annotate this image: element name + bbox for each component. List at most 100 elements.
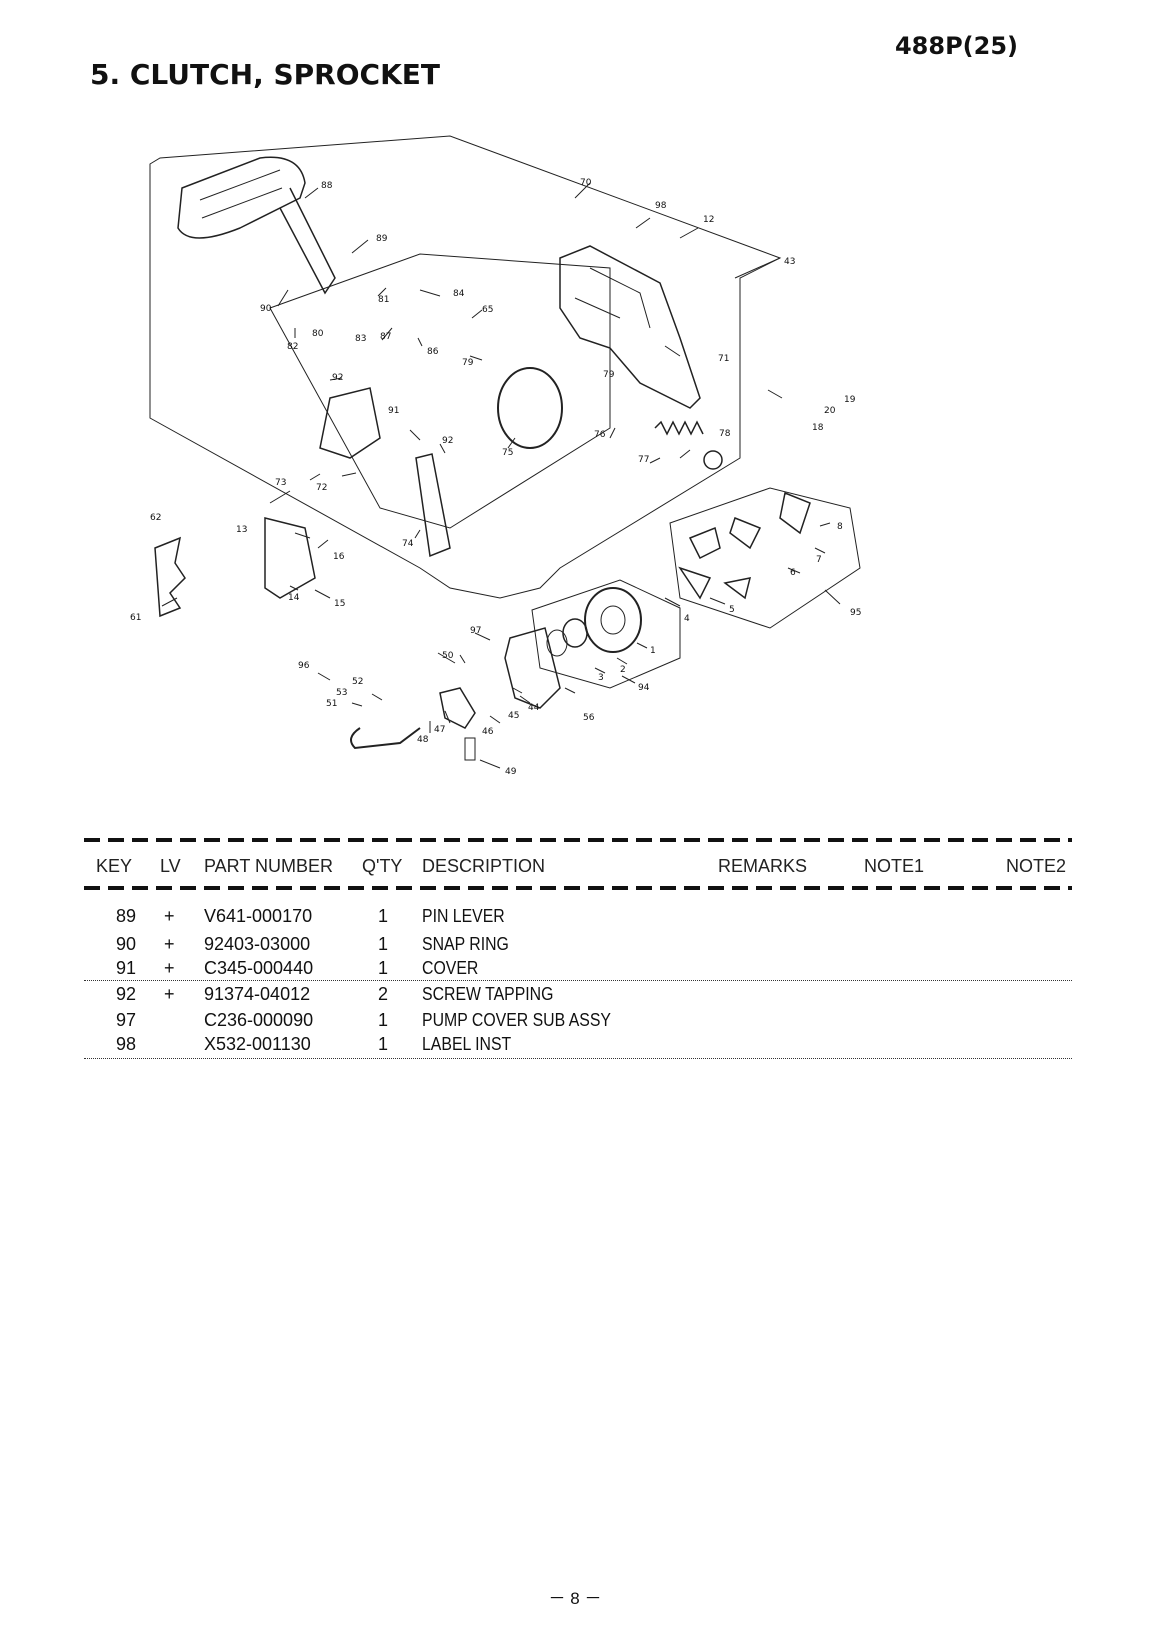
part-label: 70 xyxy=(580,178,592,188)
part-label: 96 xyxy=(298,661,310,671)
part-label: 95 xyxy=(850,608,861,618)
part-label: 1 xyxy=(650,646,656,656)
part-label: 51 xyxy=(326,699,337,709)
cell-key: 92 xyxy=(115,984,136,1004)
table-row: 89 + V641-000170 1 PIN LEVER xyxy=(0,906,1150,932)
part-label: 84 xyxy=(453,289,465,299)
cell-description: COVER xyxy=(422,958,479,978)
part-label: 74 xyxy=(402,539,414,549)
section-title: 5. CLUTCH, SPROCKET xyxy=(90,58,440,91)
clutch-cover xyxy=(559,245,701,409)
part-label: 81 xyxy=(378,295,389,305)
header-part-number: PART NUMBER xyxy=(204,856,334,876)
part-label: 83 xyxy=(355,334,366,344)
table-row: 91 + C345-000440 1 COVER xyxy=(0,958,1150,984)
cell-description: SCREW TAPPING xyxy=(422,984,554,1004)
part-label: 82 xyxy=(287,342,298,352)
part-label: 16 xyxy=(333,552,345,562)
part-label: 88 xyxy=(321,181,333,191)
long-plate xyxy=(415,453,451,558)
part-label: 13 xyxy=(236,525,247,535)
part-label: 71 xyxy=(718,354,729,364)
oil-pump xyxy=(439,687,476,729)
clutch-group-outline xyxy=(669,487,861,629)
cell-part-number: C345-000440 xyxy=(204,958,314,978)
part-label: 75 xyxy=(502,448,513,458)
part-label: 97 xyxy=(470,626,481,636)
part-label: 7 xyxy=(816,555,822,565)
part-label: 47 xyxy=(434,725,445,735)
group-separator xyxy=(84,980,1072,981)
cell-qty: 1 xyxy=(377,934,388,954)
part-label: 79 xyxy=(603,370,615,380)
part-label: 49 xyxy=(505,767,517,777)
pump-cover xyxy=(504,627,561,709)
part-label: 53 xyxy=(336,688,347,698)
header-lv: LV xyxy=(160,856,181,876)
part-label: 20 xyxy=(824,406,836,416)
part-label: 18 xyxy=(812,423,824,433)
part-label: 87 xyxy=(380,332,391,342)
part-label: 89 xyxy=(376,234,388,244)
cell-qty: 1 xyxy=(377,1034,388,1054)
part-label: 91 xyxy=(388,406,399,416)
cell-qty: 1 xyxy=(377,958,388,978)
cell-description: LABEL INST xyxy=(422,1034,512,1054)
spring xyxy=(654,420,704,436)
cell-part-number: C236-000090 xyxy=(204,1010,314,1030)
page-number: － 8 － xyxy=(548,1589,602,1608)
header-description: DESCRIPTION xyxy=(422,856,546,876)
cell-key: 90 xyxy=(115,934,136,954)
part-label: 14 xyxy=(288,593,300,603)
part-label: 86 xyxy=(427,347,439,357)
part-label: 3 xyxy=(598,673,604,683)
cover-inner-outline xyxy=(269,253,611,529)
cell-part-number: X532-001130 xyxy=(204,1034,311,1054)
part-label: 62 xyxy=(150,513,161,523)
part-label: 2 xyxy=(620,665,626,675)
cell-part-number: V641-000170 xyxy=(204,906,313,926)
header-note1: NOTE1 xyxy=(864,856,925,876)
part-label: 90 xyxy=(260,304,272,314)
part-label: 80 xyxy=(312,329,324,339)
part-label: 98 xyxy=(655,201,667,211)
part-label: 8 xyxy=(837,522,843,532)
part-label: 92 xyxy=(332,373,343,383)
part-label: 43 xyxy=(784,257,795,267)
bar-plate xyxy=(319,387,381,459)
guide-plate xyxy=(264,517,316,599)
part-label: 15 xyxy=(334,599,345,609)
cell-key: 97 xyxy=(115,1010,136,1030)
cell-key: 98 xyxy=(115,1034,136,1054)
handguard xyxy=(177,156,306,239)
cell-description: PIN LEVER xyxy=(422,906,505,926)
header-qty: Q'TY xyxy=(362,856,403,876)
clutch-shoes xyxy=(678,491,811,600)
table-bottom-rule xyxy=(84,1058,1072,1059)
exploded-parts-diagram: 88 70 98 12 89 43 90 81 84 65 80 82 83 8… xyxy=(130,135,861,777)
table-top-rule xyxy=(84,838,1072,842)
brake-band xyxy=(497,367,563,449)
part-label: 4 xyxy=(684,614,690,624)
header-note2: NOTE2 xyxy=(1006,856,1067,876)
part-label: 52 xyxy=(352,677,363,687)
table-header-rule xyxy=(84,886,1072,890)
part-label: 73 xyxy=(275,478,286,488)
part-label: 92 xyxy=(442,436,453,446)
part-label: 72 xyxy=(316,483,327,493)
part-label: 94 xyxy=(638,683,650,693)
part-label: 5 xyxy=(729,605,735,615)
cell-lv: + xyxy=(164,984,175,1004)
part-label: 65 xyxy=(482,305,493,315)
drum-group-outline xyxy=(531,579,681,689)
header-key: KEY xyxy=(96,856,133,876)
part-label: 44 xyxy=(528,703,540,713)
model-code: 488P(25) xyxy=(894,32,1018,60)
clutch-drum xyxy=(584,587,642,653)
table-row: 90 + 92403-03000 1 SNAP RING xyxy=(0,934,1150,960)
part-label: 48 xyxy=(417,735,429,745)
cell-lv: + xyxy=(164,958,175,978)
part-label: 46 xyxy=(482,727,494,737)
cell-description: SNAP RING xyxy=(422,934,509,954)
part-label: 50 xyxy=(442,651,454,661)
